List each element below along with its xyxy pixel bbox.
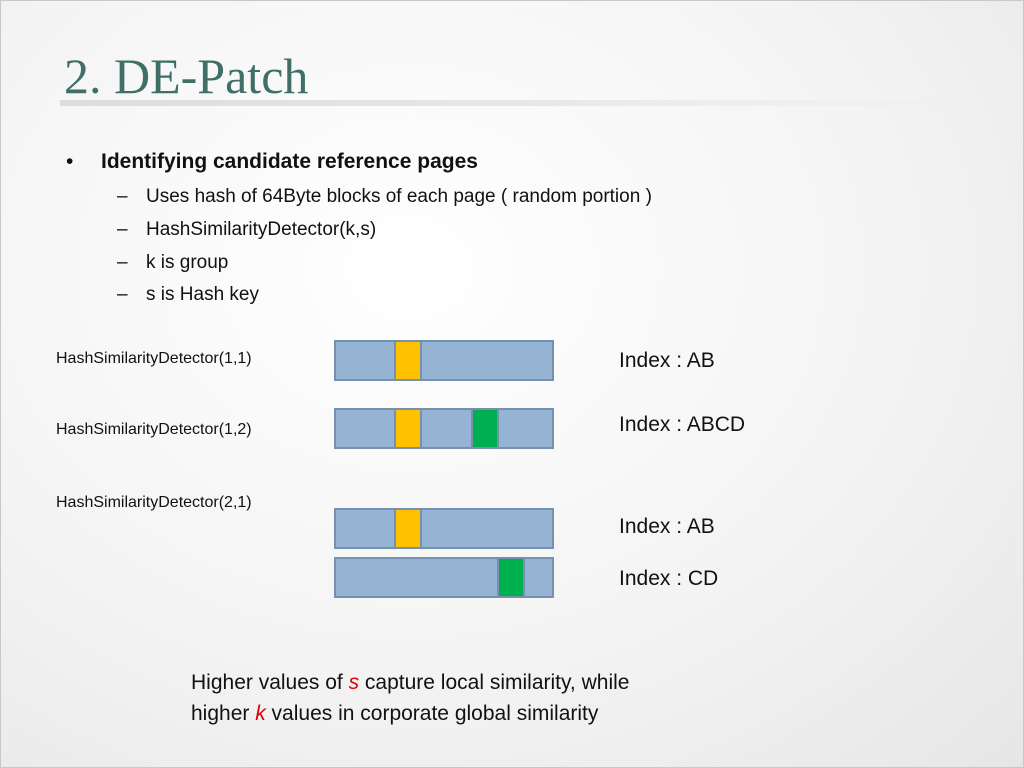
- detector-label-1-2: HashSimilarityDetector(1,2): [56, 421, 252, 438]
- note-line-2: higher k values in corporate global simi…: [191, 698, 629, 729]
- detector-label-2-1: HashSimilarityDetector(2,1): [56, 494, 252, 511]
- sub-bullet-text: HashSimilarityDetector(k,s): [146, 219, 377, 240]
- title-underline: [60, 100, 960, 106]
- summary-note: Higher values of s capture local similar…: [191, 667, 629, 729]
- page-bar-3: [334, 508, 554, 549]
- hash-block-yellow: [394, 340, 422, 381]
- sub-bullet-dash: –: [117, 219, 128, 240]
- variable-s: s: [348, 671, 360, 694]
- page-bar-4: [334, 557, 554, 598]
- sub-bullet-dash: –: [117, 284, 128, 305]
- note-text: higher: [191, 702, 256, 725]
- note-text: Higher values of: [191, 671, 349, 694]
- note-line-1: Higher values of s capture local similar…: [191, 667, 629, 698]
- note-text: capture local similarity, while: [359, 671, 630, 694]
- bullet-main-text: Identifying candidate reference pages: [101, 150, 478, 173]
- hash-block-yellow: [394, 508, 422, 549]
- index-label-3: Index : AB: [619, 515, 715, 538]
- index-label-2: Index : ABCD: [619, 413, 746, 436]
- sub-bullet-dash: –: [117, 252, 128, 273]
- page-bar-1: [334, 340, 554, 381]
- sub-bullet-text: k is group: [146, 252, 229, 273]
- detector-label-1-1: HashSimilarityDetector(1,1): [56, 350, 252, 367]
- sub-bullet-text: Uses hash of 64Byte blocks of each page …: [146, 186, 652, 207]
- bullet-dot: •: [66, 150, 74, 173]
- slide-title: 2. DE-Patch: [64, 48, 309, 104]
- hash-block-green: [471, 408, 499, 449]
- index-label-1: Index : AB: [619, 349, 715, 372]
- page-bar-2: [334, 408, 554, 449]
- sub-bullet-text: s is Hash key: [146, 284, 259, 305]
- variable-k: k: [255, 702, 266, 725]
- sub-bullet-dash: –: [117, 186, 128, 207]
- index-label-4: Index : CD: [619, 567, 719, 590]
- hash-block-green: [497, 557, 525, 598]
- hash-block-yellow: [394, 408, 422, 449]
- note-text: values in corporate global similarity: [265, 702, 599, 725]
